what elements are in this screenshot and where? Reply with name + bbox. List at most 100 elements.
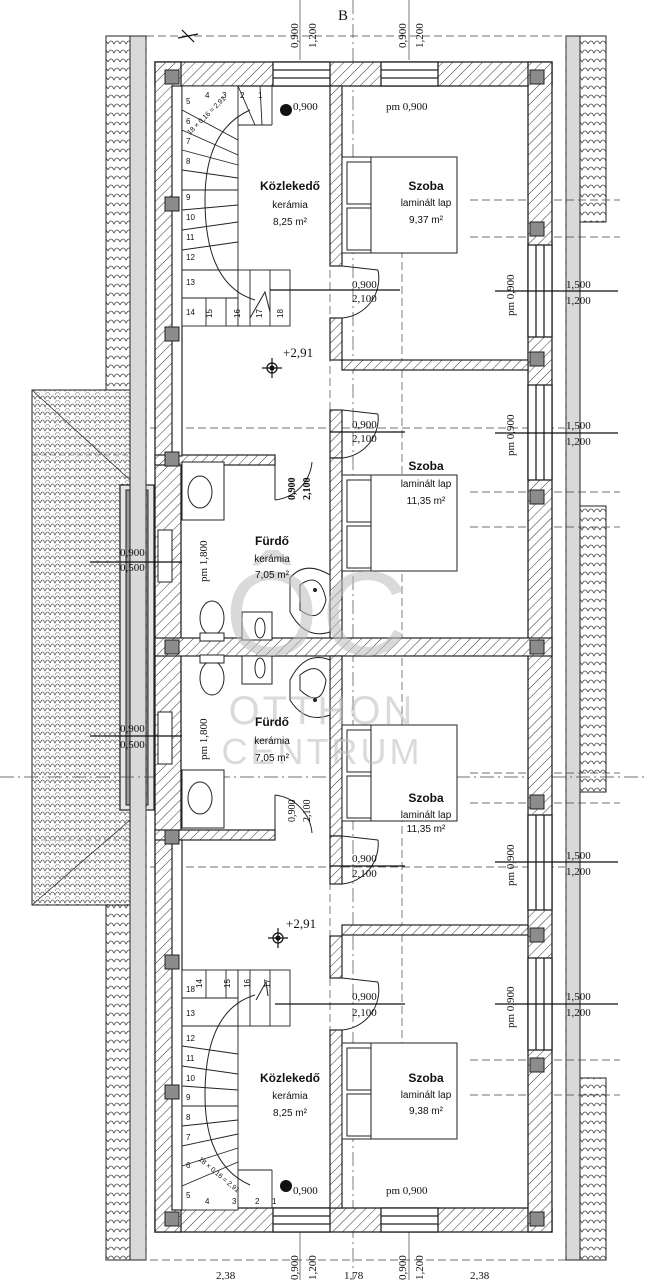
svg-text:11,35 m²: 11,35 m² [407,496,446,507]
svg-text:3: 3 [232,1197,237,1206]
svg-text:5: 5 [186,1191,191,1200]
svg-text:2,100: 2,100 [302,478,313,501]
svg-text:pm 1,800: pm 1,800 [198,540,210,582]
room-szoba-2: Szoba laminált lap 11,35 m² [401,459,452,507]
svg-text:pm 0,900: pm 0,900 [386,1185,428,1197]
svg-text:9,38 m²: 9,38 m² [409,1106,444,1117]
svg-text:7,05 m²: 7,05 m² [255,753,290,764]
interior-walls [154,85,553,1211]
parapet-labels: 0,900 pm 0,900 0,900 pm 0,900 pm 0,900 p… [198,101,517,1197]
axis-label: B [338,8,348,24]
svg-text:16: 16 [233,309,242,318]
top-dimensions: 0,900 1,200 0,900 1,200 [289,23,426,48]
svg-text:2,100: 2,100 [352,293,377,305]
svg-text:2,100: 2,100 [352,868,377,880]
svg-text:0,900: 0,900 [293,101,318,113]
svg-text:0,900: 0,900 [120,723,145,735]
svg-text:2,100: 2,100 [302,800,313,823]
svg-text:11,35 m²: 11,35 m² [407,824,446,835]
svg-text:6: 6 [186,1161,191,1170]
svg-text:1,78: 1,78 [344,1270,364,1280]
dimension-leaders [90,29,618,1005]
svg-text:4: 4 [205,1197,210,1206]
svg-text:15: 15 [223,979,232,988]
window-dimensions: 1,500 1,200 1,500 1,200 1,500 1,200 1,50… [120,279,591,1019]
svg-text:2,38: 2,38 [216,1270,236,1280]
svg-text:7: 7 [186,137,191,146]
svg-text:1,200: 1,200 [566,866,591,878]
svg-text:Fürdő: Fürdő [255,715,289,729]
doors [274,265,380,1031]
svg-text:kerámia: kerámia [272,200,308,211]
svg-text:0,900: 0,900 [293,1185,318,1197]
svg-text:2,100: 2,100 [352,433,377,445]
svg-text:0,900: 0,900 [287,800,298,823]
svg-text:0,900: 0,900 [289,1255,301,1280]
svg-text:17: 17 [263,979,272,988]
svg-text:8,25 m²: 8,25 m² [273,217,308,228]
watermark-logo: ÔC [225,547,411,681]
svg-text:0,500: 0,500 [120,562,145,574]
svg-text:10: 10 [186,213,195,222]
svg-text:17: 17 [255,309,264,318]
room-szoba-3: Szoba laminált lap 11,35 m² [401,791,452,835]
svg-text:9: 9 [186,193,191,202]
svg-text:8: 8 [186,157,191,166]
svg-text:11: 11 [186,1054,195,1063]
svg-text:1,500: 1,500 [566,420,591,432]
svg-text:14: 14 [186,308,195,317]
svg-text:1,500: 1,500 [566,279,591,291]
svg-text:13: 13 [186,1009,195,1018]
svg-text:0,900: 0,900 [352,419,377,431]
svg-text:2: 2 [240,91,245,100]
svg-text:0,900: 0,900 [120,547,145,559]
svg-text:kerámia: kerámia [254,554,290,565]
svg-text:2: 2 [255,1197,260,1206]
svg-text:9: 9 [186,1093,191,1102]
svg-text:1,200: 1,200 [307,1255,319,1280]
column-dot-top [280,104,292,116]
svg-text:Közlekedő: Közlekedő [260,1071,320,1085]
svg-text:1,200: 1,200 [566,295,591,307]
svg-text:2,38: 2,38 [470,1270,490,1280]
svg-text:13: 13 [186,278,195,287]
level-marker-bottom [268,928,288,948]
svg-text:pm 0,900: pm 0,900 [505,274,517,316]
svg-text:0,900: 0,900 [352,279,377,291]
svg-text:0,900: 0,900 [352,853,377,865]
svg-text:18: 18 [186,985,195,994]
svg-text:3: 3 [222,91,227,100]
svg-text:0,900: 0,900 [397,23,409,48]
room-furdo-bottom: Fürdő kerámia 7,05 m² [254,715,290,764]
svg-text:18: 18 [276,309,285,318]
svg-text:1,200: 1,200 [307,23,319,48]
svg-text:laminált lap: laminált lap [401,198,452,209]
room-kozlekedo-top: Közlekedő kerámia 8,25 m² [260,179,320,228]
svg-text:Szoba: Szoba [408,459,444,473]
svg-text:Fürdő: Fürdő [255,534,289,548]
svg-text:8: 8 [186,1113,191,1122]
svg-text:1,200: 1,200 [414,23,426,48]
svg-text:9,37 m²: 9,37 m² [409,215,444,226]
svg-text:Szoba: Szoba [408,1071,444,1085]
svg-text:1: 1 [272,1197,277,1206]
svg-text:11: 11 [186,233,195,242]
svg-text:1,200: 1,200 [414,1255,426,1280]
svg-text:1: 1 [258,91,263,100]
room-kozlekedo-bottom: Közlekedő kerámia 8,25 m² [260,1071,320,1119]
room-furdo-top: Fürdő kerámia 7,05 m² [254,534,290,581]
svg-text:Közlekedő: Közlekedő [260,179,320,193]
svg-text:1,500: 1,500 [566,850,591,862]
svg-text:Szoba: Szoba [408,791,444,805]
stair-top [181,85,291,327]
svg-text:4: 4 [205,91,210,100]
svg-text:0,900: 0,900 [352,991,377,1003]
level-top-label: +2,91 [283,345,313,360]
svg-text:pm 0,900: pm 0,900 [505,844,517,886]
svg-text:16: 16 [243,979,252,988]
right-eaves [129,35,581,1261]
svg-text:laminált lap: laminált lap [401,810,452,821]
svg-text:10: 10 [186,1074,195,1083]
bathroom-fixtures [157,461,331,829]
svg-text:7: 7 [186,1133,191,1142]
